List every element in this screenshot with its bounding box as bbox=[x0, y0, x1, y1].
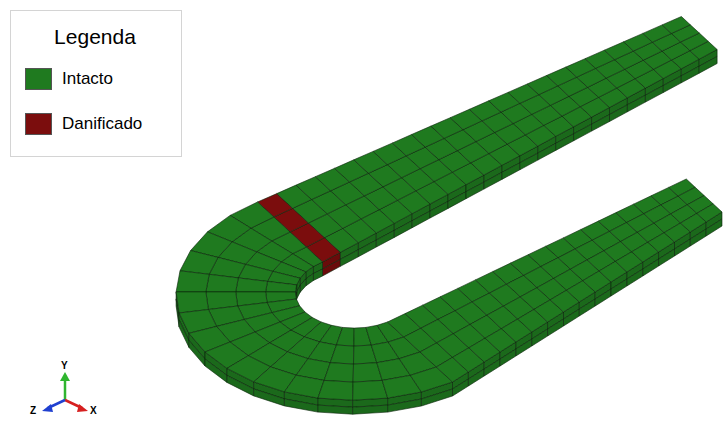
side-element bbox=[340, 250, 358, 267]
side-element bbox=[532, 329, 548, 346]
side-element bbox=[323, 259, 341, 276]
side-element bbox=[297, 285, 301, 299]
axis-label: X bbox=[90, 405, 97, 417]
side-element bbox=[318, 405, 353, 414]
side-element bbox=[484, 359, 500, 376]
side-element bbox=[500, 349, 516, 366]
side-element bbox=[468, 369, 484, 386]
side-element bbox=[516, 339, 532, 356]
side-element bbox=[520, 153, 538, 170]
mesh-element bbox=[662, 17, 690, 34]
side-element bbox=[313, 269, 322, 281]
side-element bbox=[574, 124, 592, 141]
x-arrowhead bbox=[77, 404, 88, 412]
mesh-element bbox=[324, 363, 353, 382]
side-element bbox=[645, 86, 663, 103]
side-element bbox=[538, 143, 556, 160]
y-axis bbox=[64, 380, 67, 400]
side-element bbox=[699, 57, 717, 74]
z-arrowhead bbox=[42, 404, 53, 412]
mesh-element bbox=[206, 274, 238, 292]
side-element bbox=[353, 405, 388, 414]
side-element bbox=[388, 399, 422, 412]
mesh-element bbox=[318, 380, 353, 400]
mesh-element bbox=[697, 204, 722, 222]
y-arrowhead bbox=[60, 372, 70, 381]
legend-heading: Legenda bbox=[54, 25, 136, 49]
side-element bbox=[627, 95, 645, 112]
side-element bbox=[412, 211, 430, 228]
side-element bbox=[663, 76, 681, 93]
side-element bbox=[430, 201, 448, 218]
side-element bbox=[690, 229, 706, 246]
side-element bbox=[643, 259, 659, 276]
side-element bbox=[376, 230, 394, 247]
side-element bbox=[358, 240, 376, 257]
side-element bbox=[254, 389, 285, 406]
side-element bbox=[592, 115, 610, 132]
side-element bbox=[556, 134, 574, 151]
axis-label: Z bbox=[30, 405, 36, 417]
side-element bbox=[484, 172, 502, 189]
mesh-element bbox=[176, 271, 209, 292]
side-element bbox=[564, 309, 580, 326]
side-element bbox=[627, 269, 643, 286]
side-element bbox=[284, 399, 318, 412]
legend-swatch bbox=[25, 113, 52, 135]
side-element bbox=[548, 319, 564, 336]
side-element bbox=[453, 379, 469, 396]
mesh-element bbox=[266, 281, 297, 292]
side-element bbox=[466, 182, 484, 199]
side-element bbox=[610, 105, 628, 122]
legend-swatch bbox=[25, 68, 52, 90]
side-element bbox=[421, 389, 452, 406]
mesh-element bbox=[336, 327, 354, 346]
side-element bbox=[675, 239, 691, 256]
side-element bbox=[611, 279, 627, 296]
side-element bbox=[681, 66, 699, 83]
axis-label: Y bbox=[61, 360, 68, 372]
side-element bbox=[579, 299, 595, 316]
legend-text: Danificado bbox=[62, 114, 142, 134]
side-element bbox=[300, 279, 306, 292]
mesh-element bbox=[180, 251, 218, 275]
side-element bbox=[659, 249, 675, 266]
side-element bbox=[706, 219, 722, 236]
side-element bbox=[448, 192, 466, 209]
mesh-element bbox=[236, 278, 268, 292]
mesh-element bbox=[353, 380, 388, 400]
legend-text: Intacto bbox=[62, 69, 113, 89]
side-element bbox=[502, 163, 520, 180]
mesh-element bbox=[284, 375, 324, 398]
mesh-element bbox=[330, 345, 354, 364]
side-element bbox=[306, 274, 314, 286]
side-element bbox=[394, 221, 412, 238]
side-element bbox=[595, 289, 611, 306]
